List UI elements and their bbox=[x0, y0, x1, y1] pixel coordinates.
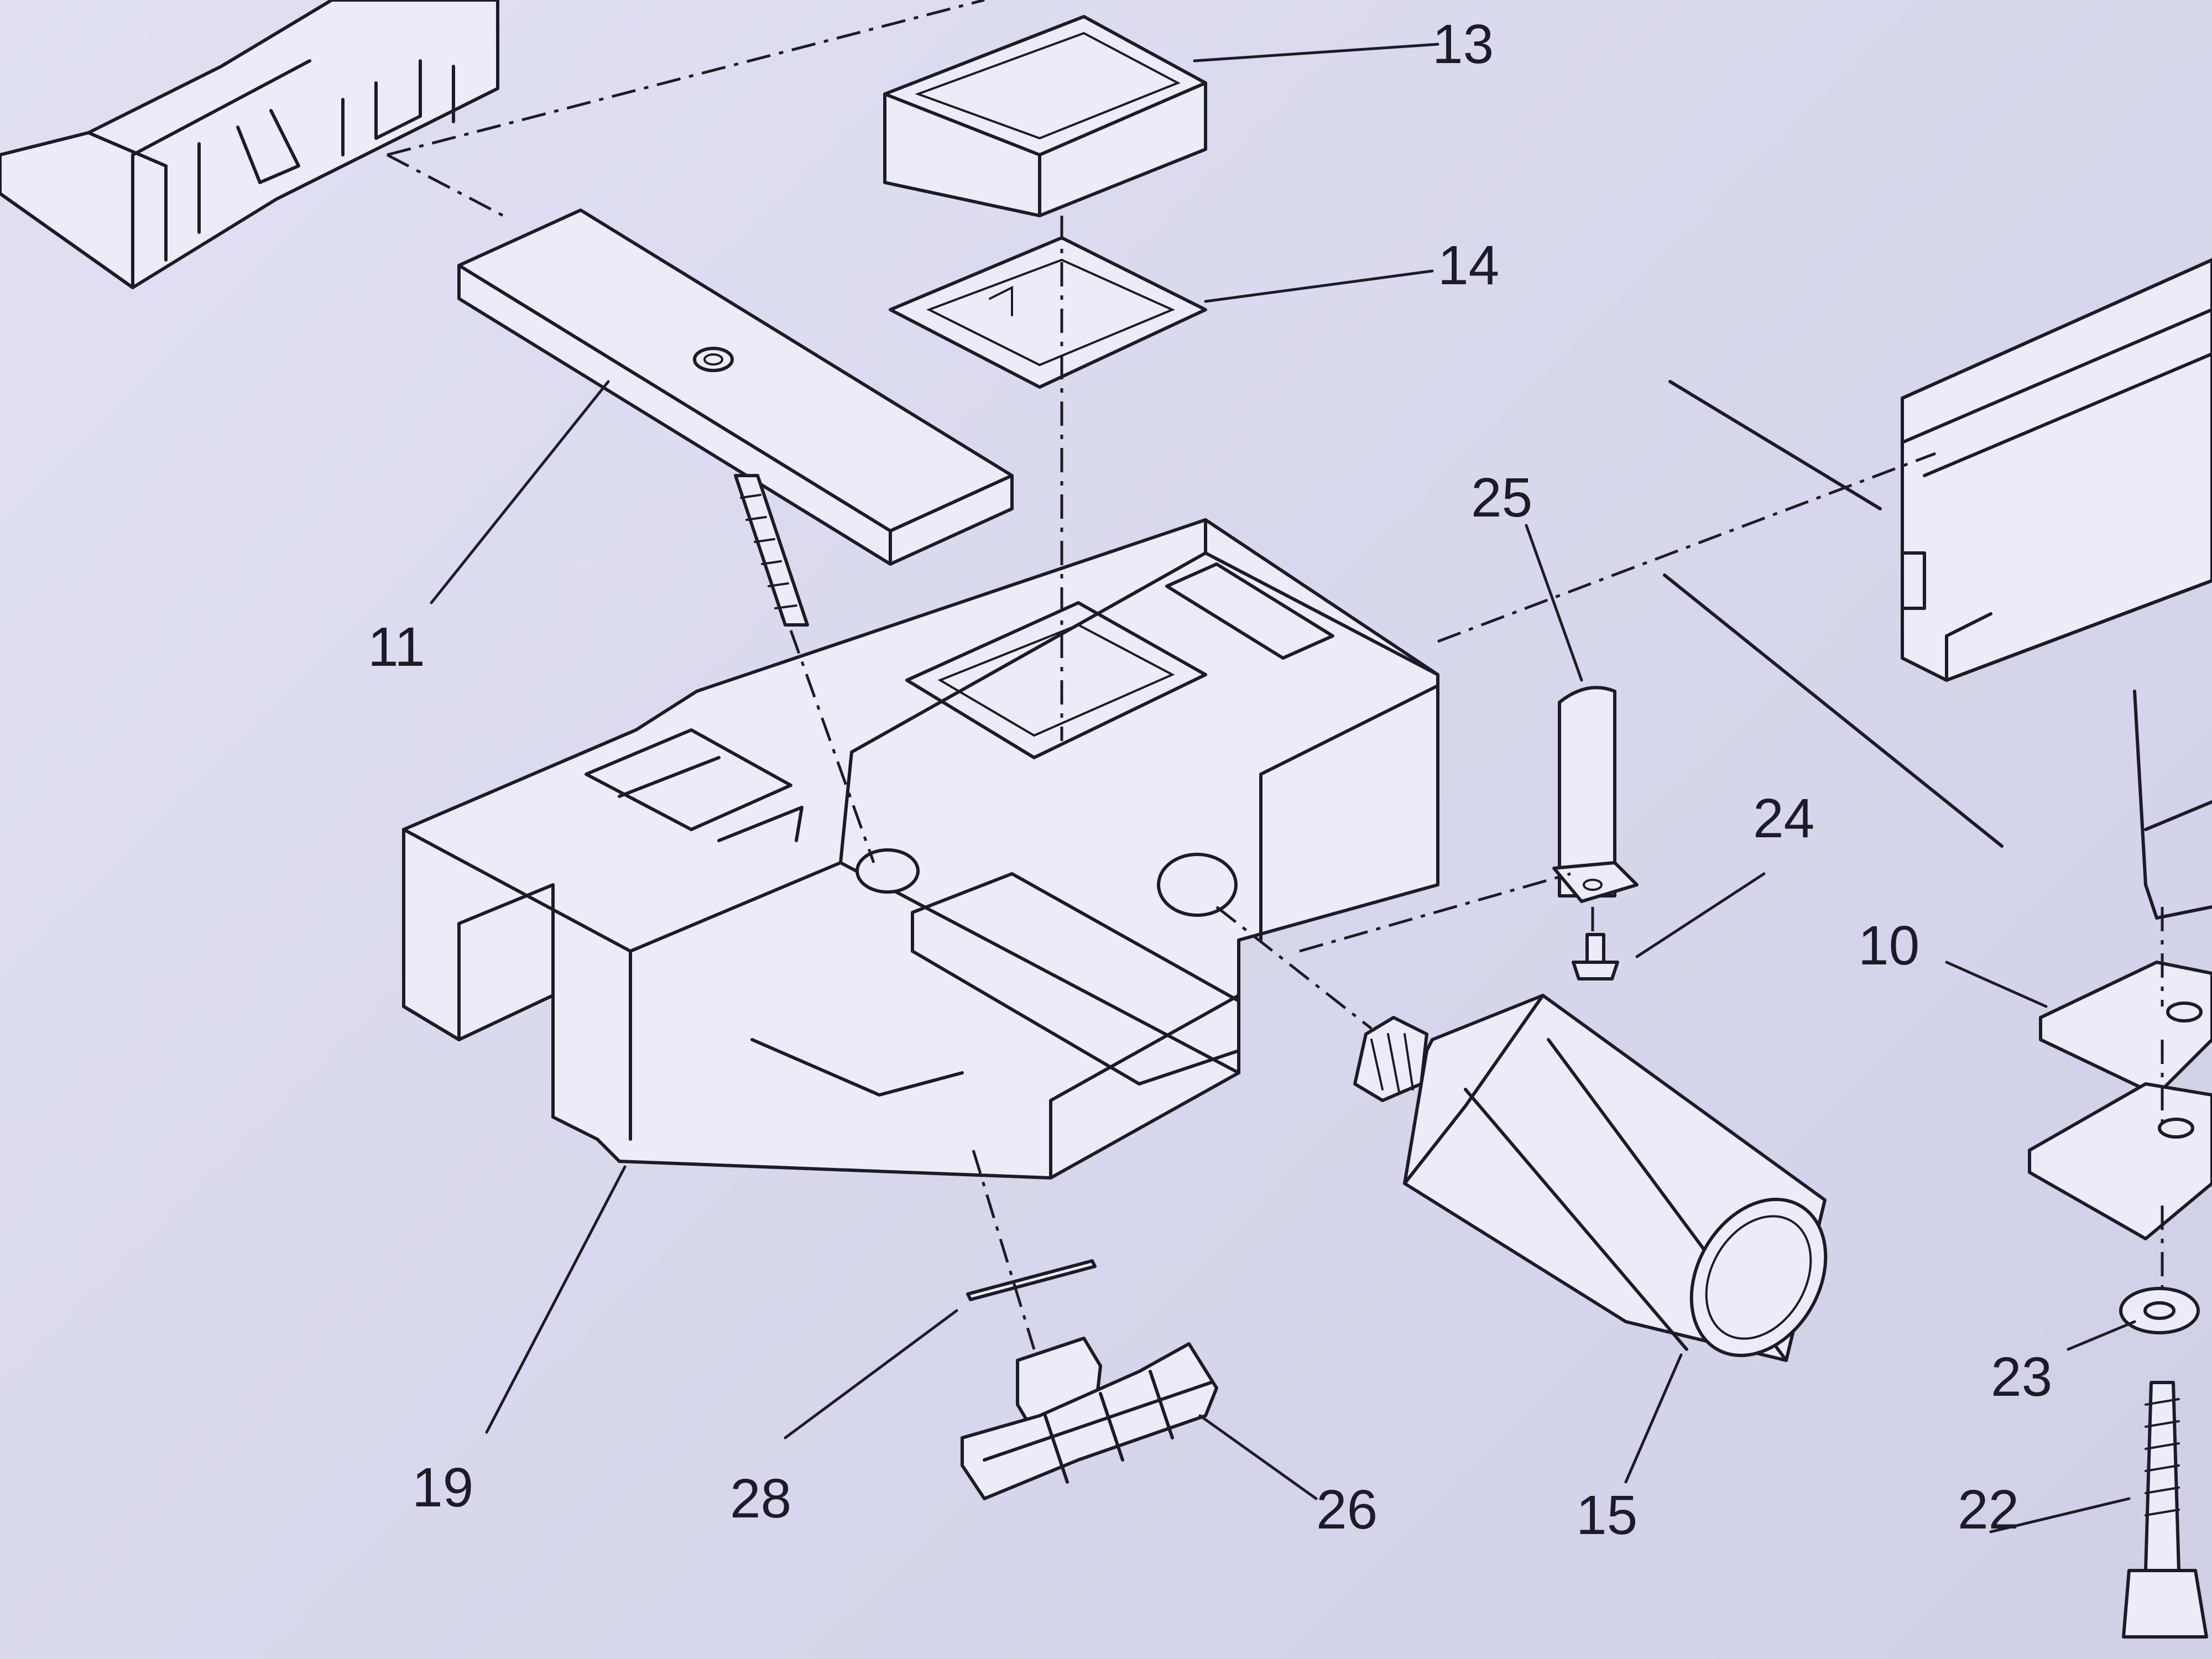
callout-23: 23 bbox=[1991, 1346, 2053, 1408]
callout-15: 15 bbox=[1576, 1484, 1638, 1546]
part-26-slot-nut bbox=[961, 1337, 1218, 1500]
callout-22: 22 bbox=[1958, 1479, 2020, 1541]
part-23-washer bbox=[2119, 1287, 2200, 1334]
part-24-screw bbox=[1572, 933, 1619, 980]
leader-lines bbox=[430, 43, 2136, 1533]
part-10-plates bbox=[2028, 961, 2212, 1240]
part-22-screw bbox=[2122, 1381, 2208, 1639]
part-25-bracket bbox=[1552, 686, 1639, 903]
part-14-gasket bbox=[889, 236, 1207, 389]
center-lines bbox=[386, 0, 2164, 1350]
callout-24: 24 bbox=[1753, 787, 1815, 849]
callout-26: 26 bbox=[1316, 1479, 1378, 1541]
callout-10: 10 bbox=[1858, 915, 1920, 977]
profile-rail-top-left bbox=[0, 0, 499, 289]
callout-28: 28 bbox=[730, 1468, 792, 1530]
part-15-knob bbox=[1353, 994, 1828, 1362]
part-19-housing bbox=[402, 518, 1439, 1180]
callout-11: 11 bbox=[368, 616, 425, 678]
part-13-cap bbox=[883, 15, 1207, 217]
callout-19: 19 bbox=[412, 1457, 474, 1519]
part-11-clamp-plate bbox=[457, 208, 1014, 627]
profile-rail-right bbox=[1901, 258, 2212, 920]
callout-13: 13 bbox=[1432, 13, 1494, 75]
callout-25: 25 bbox=[1471, 467, 1533, 529]
callout-14: 14 bbox=[1438, 234, 1500, 296]
part-28-pin bbox=[966, 1259, 1097, 1301]
